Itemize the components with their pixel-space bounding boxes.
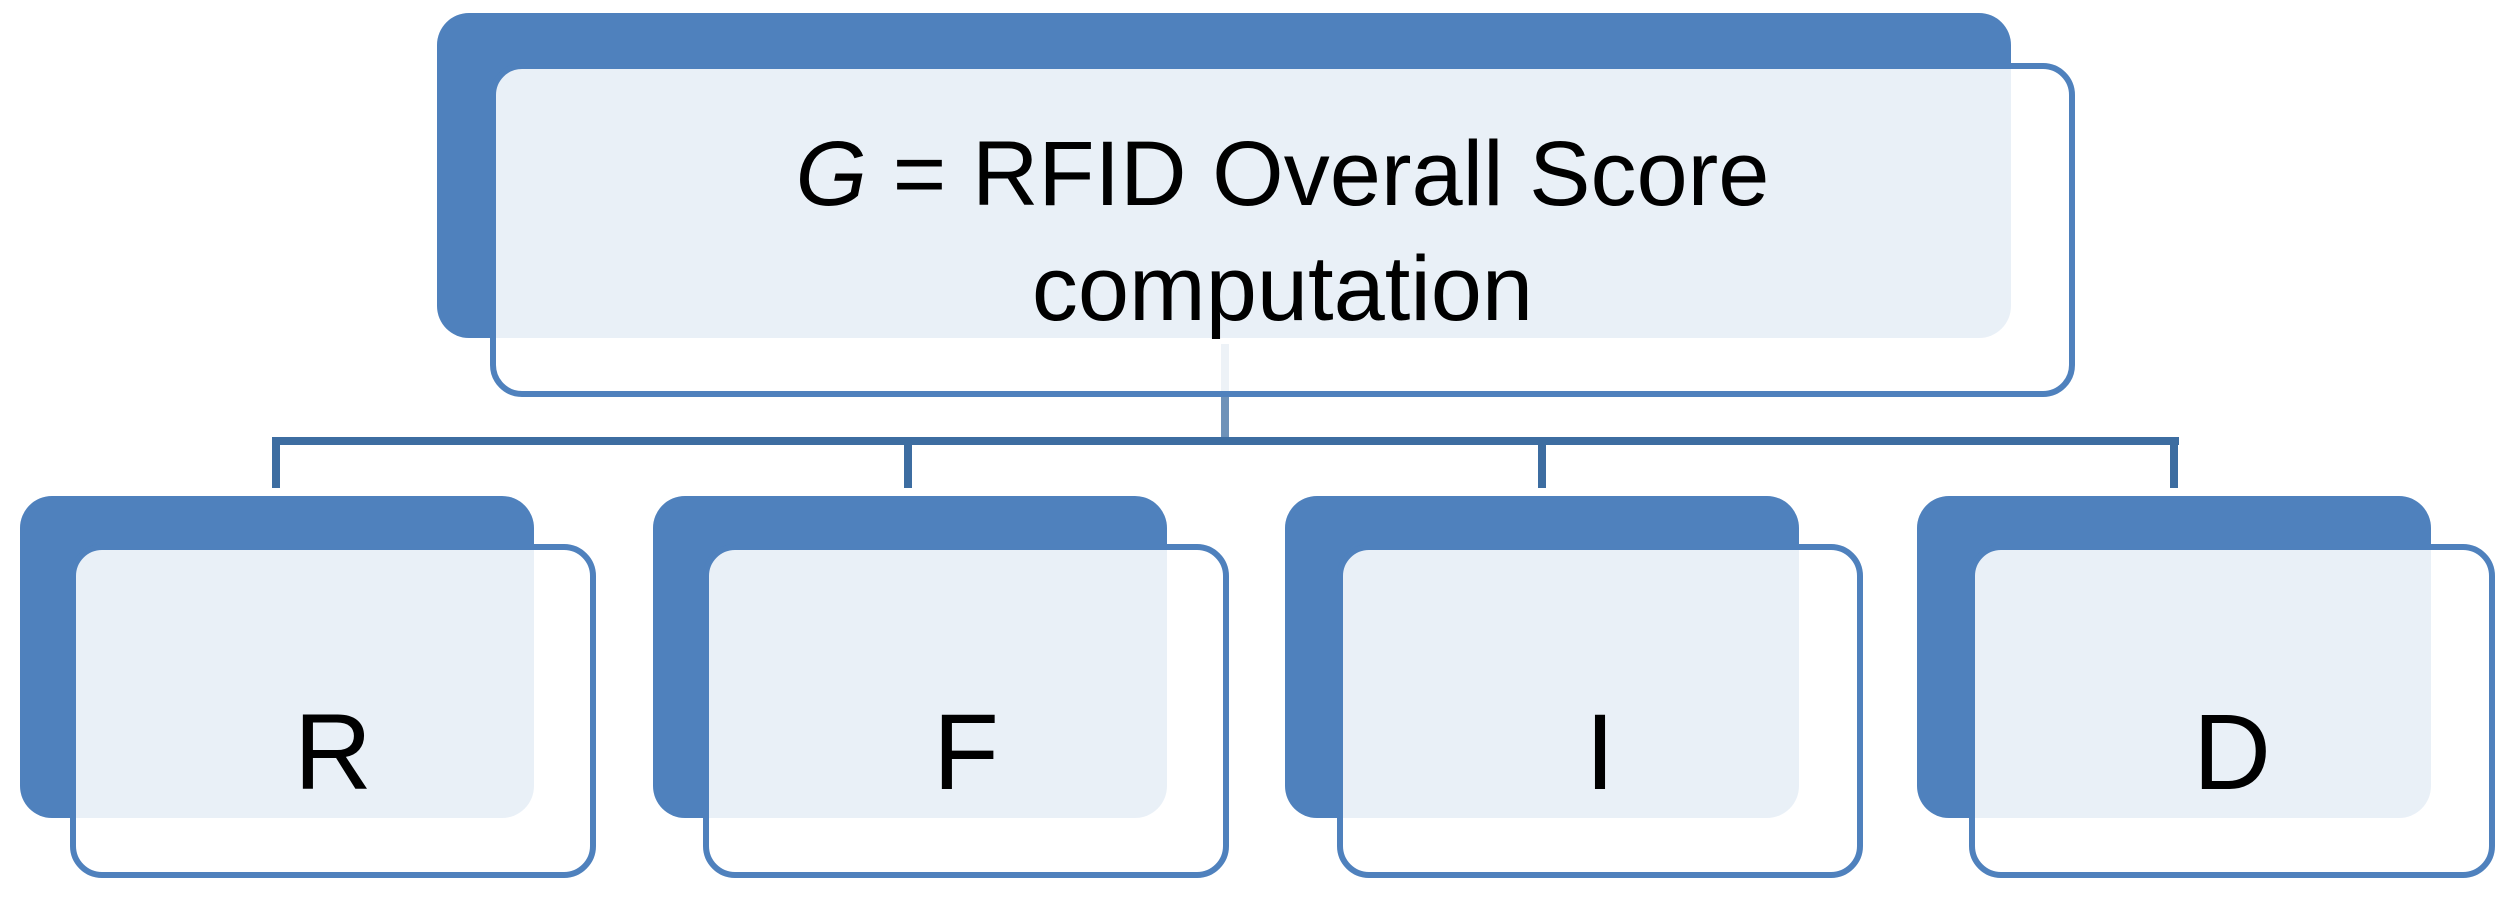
root-node: G = RFID Overall Score computation xyxy=(490,63,2075,397)
connector-drop-d xyxy=(2170,437,2178,488)
root-node-line2: computation xyxy=(1031,238,1534,340)
connector-drop-i xyxy=(1538,437,1546,488)
connector-drop-r xyxy=(272,437,280,488)
child-node-r-label: R xyxy=(294,691,372,812)
root-node-label: G = RFID Overall Score computation xyxy=(796,117,1770,347)
root-node-line1: G = RFID Overall Score xyxy=(796,117,1770,232)
children-horizontal-connector xyxy=(272,437,2179,445)
child-node-i: I xyxy=(1337,544,1863,878)
child-node-f: F xyxy=(703,544,1229,878)
child-node-d: D xyxy=(1969,544,2495,878)
connector-drop-f xyxy=(904,437,912,488)
child-node-r: R xyxy=(70,544,596,878)
child-node-f-label: F xyxy=(933,691,999,812)
child-node-i-label: I xyxy=(1584,691,1615,812)
root-node-variable: G xyxy=(795,123,868,225)
child-node-d-label: D xyxy=(2193,691,2271,812)
root-node-title: = RFID Overall Score xyxy=(867,123,1770,225)
